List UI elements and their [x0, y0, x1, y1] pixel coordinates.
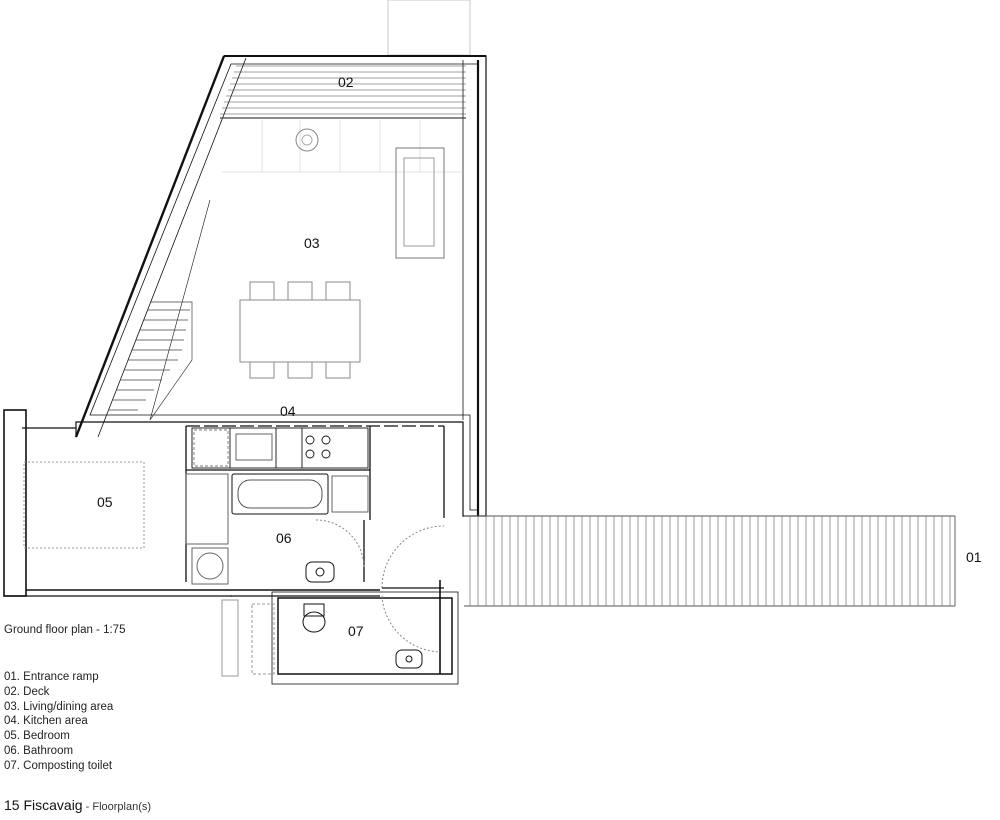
floor-plan-drawing: 01 02 03 04 05 06 07 — [3, 0, 982, 685]
legend-item: 02. Deck — [4, 685, 50, 698]
legend-item: 07. Composting toilet — [4, 759, 113, 772]
legend-item: 06. Bathroom — [4, 744, 74, 757]
legend-item: 04. Kitchen area — [4, 715, 88, 728]
room-label-04: 04 — [280, 403, 296, 419]
legend-item: 03. Living/dining area — [4, 700, 114, 713]
entrance-ramp — [464, 515, 956, 607]
room-label-05: 05 — [97, 494, 113, 510]
page-title: 15 Fiscavaig - Floorplan(s) — [4, 797, 151, 813]
title-sub: Floorplan(s) — [92, 801, 152, 813]
bathroom-fixtures — [230, 473, 380, 597]
room-label-07: 07 — [348, 623, 364, 639]
stove-circle — [295, 128, 319, 152]
sofa — [395, 147, 445, 259]
sofa-seat — [403, 157, 435, 247]
room-label-06: 06 — [276, 530, 292, 546]
exterior-walls — [74, 55, 487, 517]
entrance-door-swing — [381, 525, 445, 589]
room-label-03: 03 — [304, 235, 320, 251]
legend-item: 05. Bedroom — [4, 730, 70, 743]
stair — [108, 301, 193, 421]
scale-caption: Ground floor plan - 1:75 — [4, 624, 126, 636]
room-label-02: 02 — [338, 74, 354, 90]
legend-item: 01. Entrance ramp — [4, 671, 99, 683]
title-separator: - — [82, 801, 93, 813]
room-legend: 01. Entrance ramp 02. Deck 03. Living/di… — [4, 670, 113, 774]
room-label-01: 01 — [966, 549, 982, 565]
stove-inner — [301, 134, 313, 146]
rooflight-outline — [387, 0, 471, 56]
interior-partitions — [22, 425, 445, 582]
kitchen-counter — [191, 427, 369, 469]
composting-toilet-room — [221, 580, 459, 685]
living-floor-grid — [222, 120, 462, 173]
deck-boards — [220, 65, 466, 119]
title-main: 15 Fiscavaig — [4, 797, 83, 813]
dining-set — [239, 281, 361, 379]
bedroom-walls — [3, 409, 232, 597]
